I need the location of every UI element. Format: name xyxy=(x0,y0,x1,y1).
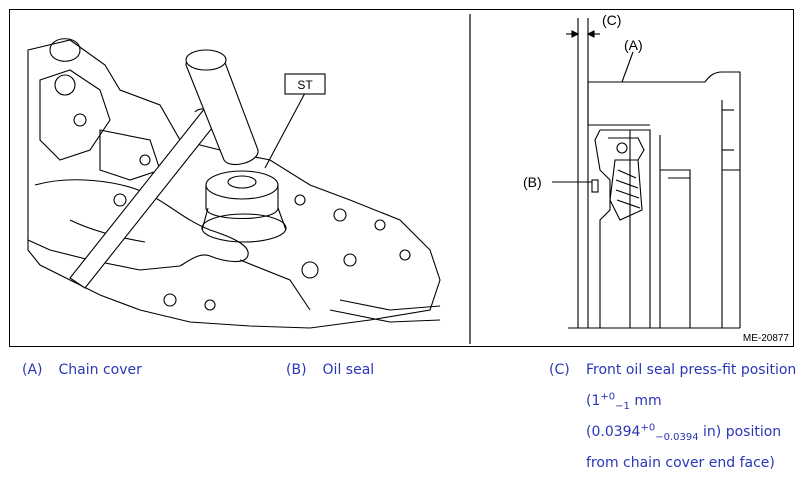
legend-letter-a: (A) xyxy=(22,362,43,378)
illustration-frame: ST xyxy=(9,9,794,347)
figure-code: ME-20877 xyxy=(743,333,790,344)
callout-b: (B) xyxy=(523,174,542,190)
legend-item-c: Front oil seal press-fit position (1+0−1… xyxy=(586,355,801,479)
callout-c: (C) xyxy=(602,12,621,28)
legend-item-c-letter: (C) xyxy=(549,355,570,386)
cross-section-drawing xyxy=(552,18,741,329)
legend-c-line-4: from chain cover end face) xyxy=(586,455,775,471)
illustration-svg: ST xyxy=(27,12,790,344)
st-label-box xyxy=(284,73,326,95)
legend-text-a: Chain cover xyxy=(58,362,142,378)
legend-c-line-1: Front oil seal press-fit position xyxy=(586,362,797,378)
legend-item-a: (A) Chain cover xyxy=(22,355,142,386)
legend-text-b: Oil seal xyxy=(322,362,375,378)
legend-c-line-3: (0.0394+0−0.0394 in) position xyxy=(586,422,782,443)
legend-c-line-2: (1+0−1 mm xyxy=(586,391,662,412)
st-label: ST xyxy=(297,78,313,92)
engine-illustration xyxy=(27,38,441,329)
callout-a: (A) xyxy=(624,37,643,53)
legend-letter-b: (B) xyxy=(286,362,307,378)
legend-item-b: (B) Oil seal xyxy=(286,355,374,386)
legend-letter-c: (C) xyxy=(549,362,570,378)
